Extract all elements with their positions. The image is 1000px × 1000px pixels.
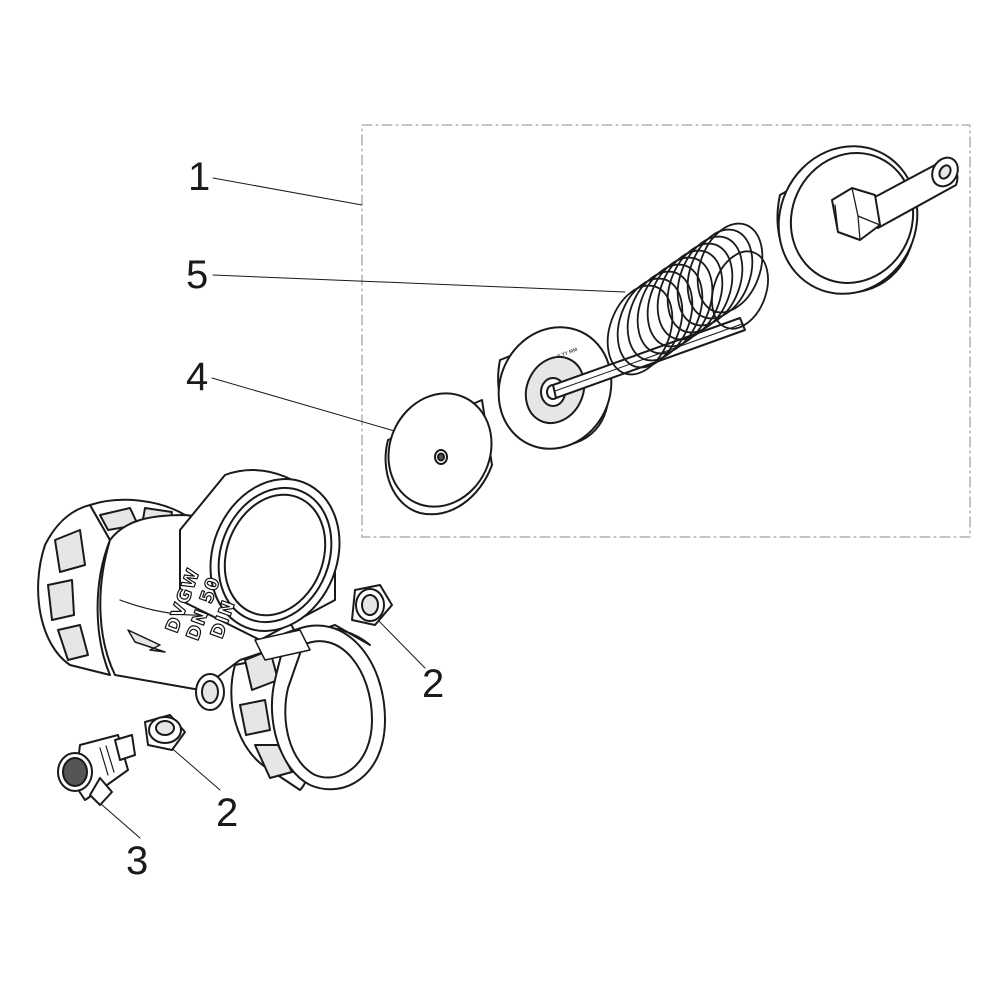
plug-left xyxy=(144,714,186,751)
plug-right xyxy=(351,584,393,626)
assembly-group-box xyxy=(361,124,971,538)
leader-line-1 xyxy=(212,177,363,206)
valve-disc xyxy=(384,392,493,516)
callout-5: 5 xyxy=(186,253,208,297)
callout-1: 1 xyxy=(188,155,210,199)
leader-line-5 xyxy=(212,274,626,293)
callout-2-left: 2 xyxy=(216,791,238,835)
valve-body: DVGW DN 50 DIN xyxy=(37,469,386,791)
callout-2-right: 2 xyxy=(422,662,444,706)
callout-4: 4 xyxy=(186,355,208,399)
right-union-nut xyxy=(230,624,386,791)
spindle-rod xyxy=(552,317,746,399)
flow-arrow xyxy=(127,629,166,653)
bonnet-cap xyxy=(776,145,959,295)
left-union-nut xyxy=(37,498,186,676)
leader-line-4 xyxy=(211,377,399,433)
test-cock xyxy=(57,734,136,806)
compression-spring xyxy=(606,222,769,376)
callout-3: 3 xyxy=(126,839,148,883)
